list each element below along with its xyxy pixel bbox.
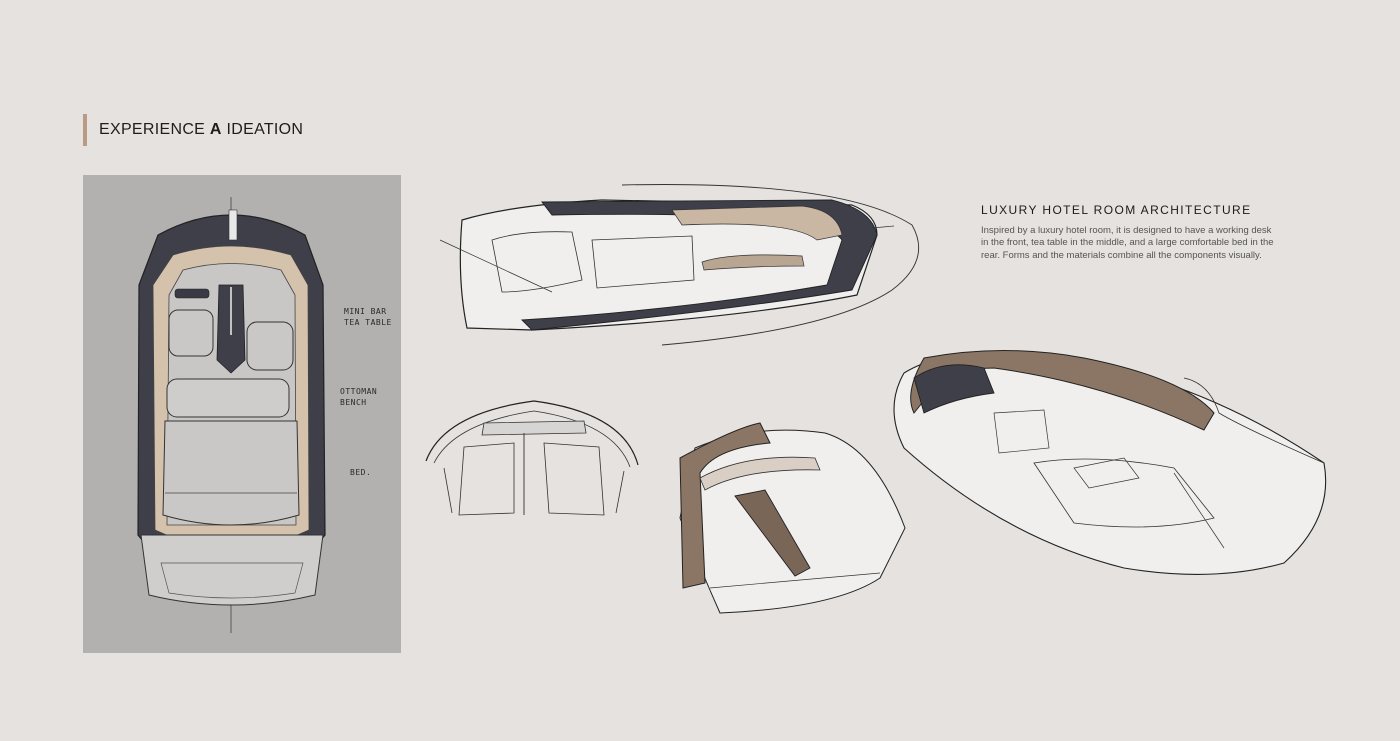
- note-bed: BED.: [350, 467, 371, 478]
- rear-seat-sketch: [425, 400, 639, 516]
- accent-bar: [83, 114, 87, 146]
- top-view-plan-sketch: [83, 175, 401, 653]
- desk-detail-sketch: [679, 422, 906, 614]
- info-description: Inspired by a luxury hotel room, it is d…: [981, 225, 1274, 261]
- section-heading: EXPERIENCE A IDEATION: [83, 114, 303, 146]
- note-mini-bar: MINI BAR TEA TABLE: [344, 306, 392, 328]
- rear-perspective-sketch: [893, 350, 1327, 575]
- note-bed-label: BED.: [350, 468, 372, 477]
- note-mini-bar-label: MINI BAR: [344, 307, 387, 316]
- info-title: LUXURY HOTEL ROOM ARCHITECTURE: [981, 203, 1252, 217]
- title-bold: A: [209, 121, 222, 138]
- note-tea-table-label: TEA TABLE: [344, 318, 392, 327]
- note-ottoman-label: OTTOMAN: [340, 387, 378, 396]
- note-ottoman-bench: OTTOMAN BENCH: [340, 386, 377, 408]
- note-bench-label: BENCH: [340, 398, 367, 407]
- page-title: EXPERIENCE A IDEATION: [99, 121, 303, 139]
- perspective-sketch-front: [439, 184, 920, 346]
- title-suffix: IDEATION: [226, 121, 304, 138]
- title-prefix: EXPERIENCE: [99, 121, 206, 138]
